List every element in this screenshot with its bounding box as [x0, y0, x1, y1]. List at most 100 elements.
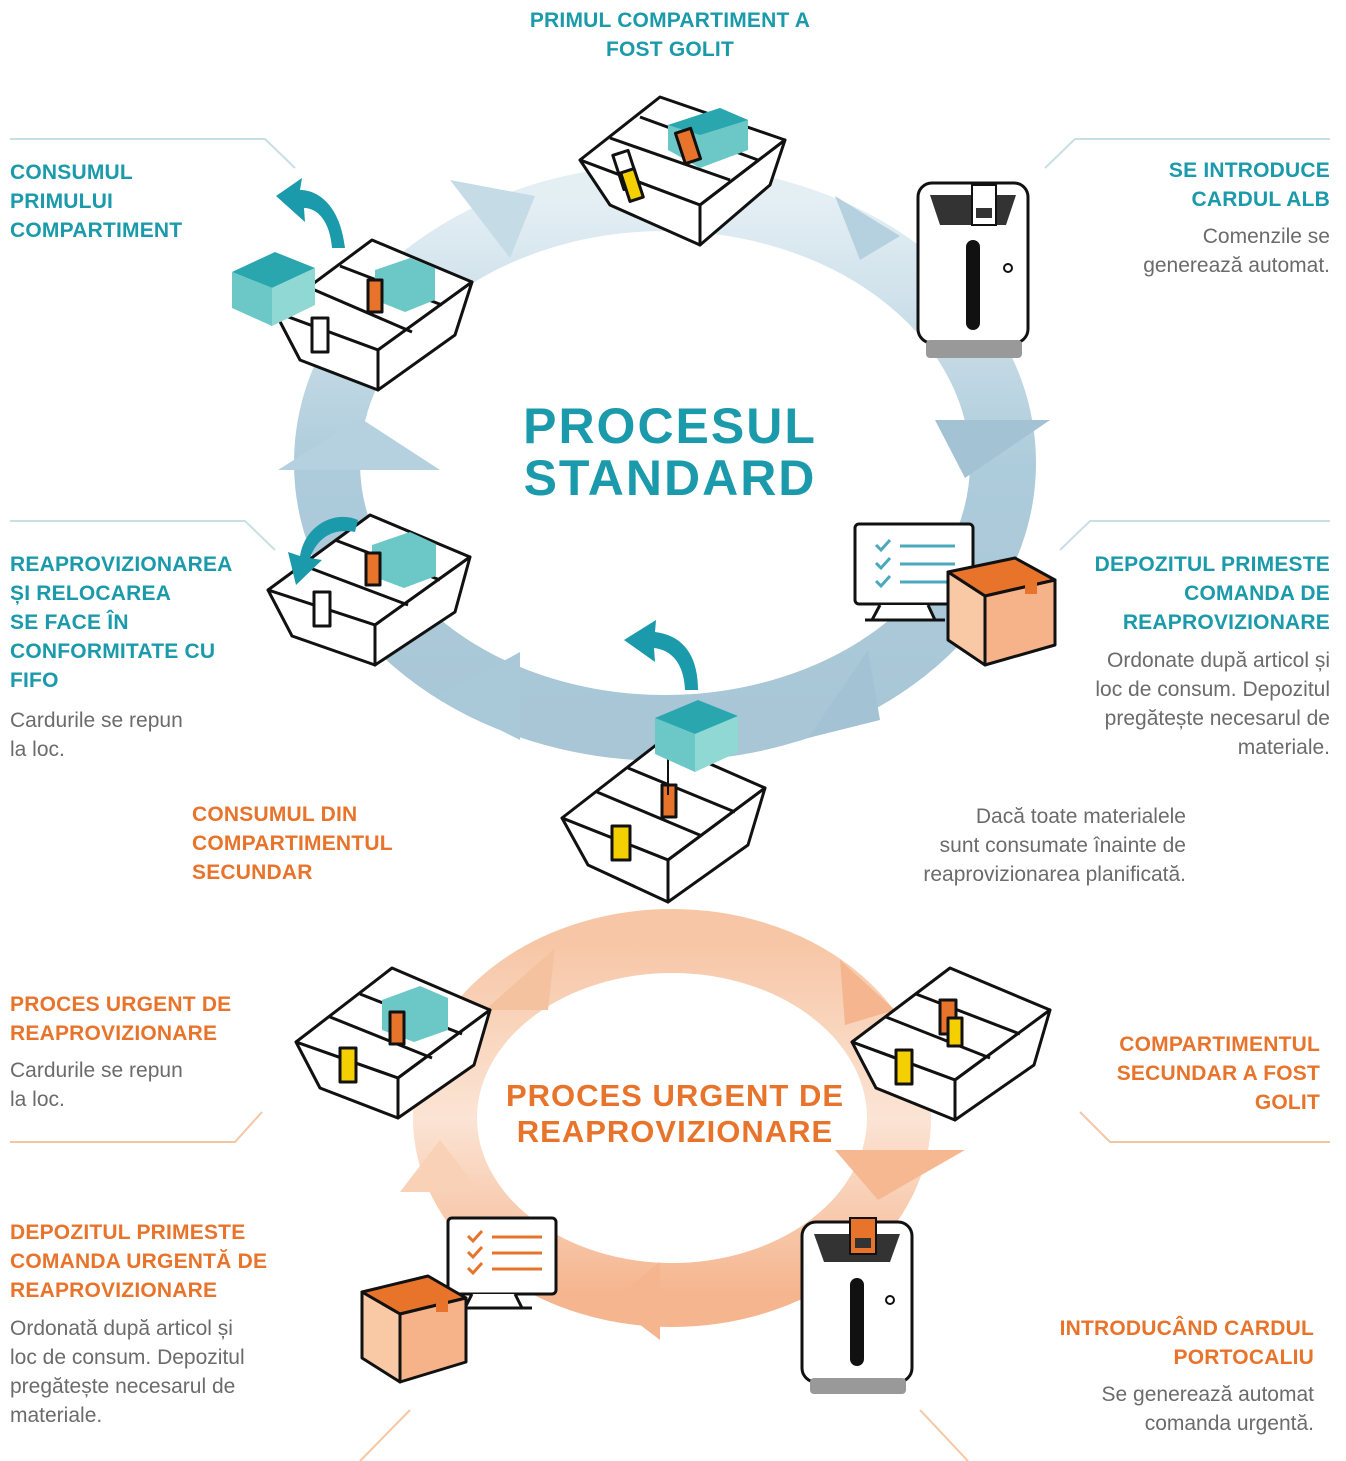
package-box-icon [360, 1274, 468, 1384]
standard-process-title: PROCESUL STANDARD [470, 400, 870, 504]
step-secondary-consumption-title: CONSUMUL DIN COMPARTIMENTUL SECUNDAR [192, 800, 492, 887]
curved-arrow-icon [624, 620, 698, 690]
desc-line: Ordonată după articol și [10, 1317, 233, 1340]
desc-line: reaprovizionarea planificată. [923, 863, 1186, 886]
step-secondary-emptied-title: COMPARTIMENTUL SECUNDAR A FOST GOLIT [1020, 1030, 1320, 1117]
step-fifo-desc: Cardurile se repun la loc. [10, 706, 250, 764]
label-line: CONSUMUL [10, 161, 133, 184]
material-block-removed [232, 252, 315, 326]
card-terminal-icon [800, 1217, 914, 1394]
label-line: DEPOZITUL PRIMESTE [1094, 553, 1330, 576]
step-warehouse-order-title: DEPOZITUL PRIMESTE COMANDA DE REAPROVIZI… [1030, 550, 1330, 637]
step-orange-card-title: INTRODUCÂND CARDUL PORTOCALIU [1000, 1314, 1314, 1372]
curved-arrow-icon [288, 516, 358, 585]
label-line: ȘI RELOCAREA [10, 582, 172, 605]
label-line: SE FACE ÎN [10, 611, 129, 634]
desc-line: sunt consumate înainte de [939, 834, 1186, 857]
arrow-head [450, 180, 535, 258]
step-white-card-title: SE INTRODUCE CARDUL ALB [1030, 156, 1330, 214]
label-line: CARDUL ALB [1191, 188, 1330, 211]
tray-first-emptied [578, 95, 787, 247]
card-terminal-icon [916, 181, 1030, 358]
arrow-head [935, 420, 1050, 478]
desc-line: Se generează automat [1101, 1383, 1314, 1406]
arrow-head [835, 1150, 965, 1200]
callout-lines [10, 138, 1330, 551]
label-line: PRIMULUI [10, 190, 114, 213]
arrow-head [610, 1262, 660, 1340]
desc-line: Comenzile se [1202, 225, 1330, 248]
transition-note: Dacă toate materialele sunt consumate în… [860, 802, 1186, 889]
step-urgent-replenishment-desc: Cardurile se repun la loc. [10, 1056, 250, 1114]
label-line: REAPROVIZIONARE [10, 1279, 218, 1302]
label-line: REAPROVIZIONARE [1122, 611, 1330, 634]
warehouse-monitor-icon [853, 522, 975, 622]
desc-line: pregătește necesarul de [1104, 707, 1330, 730]
label-line: FIFO [10, 669, 59, 692]
arrow-head [485, 948, 555, 1010]
desc-line: la loc. [10, 1088, 65, 1111]
desc-line: materiale. [10, 1404, 103, 1427]
urgent-cycle-ring [400, 909, 965, 1340]
label-line: SECUNDAR A FOST [1116, 1062, 1320, 1085]
label-line: CONFORMITATE CU [10, 640, 216, 663]
arrow-head [278, 418, 440, 470]
label-line: REAPROVIZIONARE [10, 1022, 218, 1045]
callout-lines-urgent [10, 1111, 1330, 1461]
label-line: CONSUMUL DIN [192, 803, 358, 826]
label-line: SECUNDAR [192, 861, 313, 884]
label-line: COMANDA URGENTĂ DE [10, 1250, 268, 1273]
title-line: STANDARD [523, 450, 817, 506]
title-line: REAPROVIZIONARE [516, 1114, 834, 1149]
arrow-head [400, 1140, 480, 1192]
label-line: COMPARTIMENTUL [1119, 1033, 1320, 1056]
desc-line: Cardurile se repun [10, 1059, 183, 1082]
desc-line: generează automat. [1143, 254, 1330, 277]
desc-line: la loc. [10, 738, 65, 761]
title-line: PROCES URGENT DE [505, 1078, 845, 1113]
label-line: SE INTRODUCE [1168, 159, 1330, 182]
step-first-consumption-title: CONSUMUL PRIMULUI COMPARTIMENT [10, 158, 250, 245]
arrow-head [835, 196, 900, 260]
step-warehouse-order-desc: Ordonate după articol și loc de consum. … [1030, 646, 1330, 762]
label-line: COMANDA DE [1184, 582, 1330, 605]
label-line: PRIMUL COMPARTIMENT A [529, 9, 811, 32]
arrow-head [840, 960, 895, 1025]
curved-arrow-icon [276, 178, 345, 248]
desc-line: pregătește necesarul de [10, 1375, 236, 1398]
tray-replenishment [266, 513, 472, 667]
desc-line: loc de consum. Depozitul [1095, 678, 1330, 701]
label-line: FOST GOLIT [606, 38, 734, 61]
step-urgent-replenishment-title: PROCES URGENT DE REAPROVIZIONARE [10, 990, 290, 1048]
label-line: INTRODUCÂND CARDUL [1059, 1317, 1314, 1340]
tray-first-consumption [273, 238, 474, 392]
tray-secondary-emptied [850, 966, 1052, 1122]
tray-urgent-replenishment [294, 966, 492, 1120]
desc-line: Cardurile se repun [10, 709, 183, 732]
label-line: DEPOZITUL PRIMESTE [10, 1221, 246, 1244]
step-orange-card-desc: Se generează automat comanda urgentă. [1000, 1380, 1314, 1438]
desc-line: materiale. [1237, 736, 1330, 759]
title-line: PROCESUL [523, 398, 817, 454]
material-block-removed [655, 700, 738, 772]
arrow-head [808, 650, 880, 738]
step-white-card-desc: Comenzile se generează automat. [1030, 222, 1330, 280]
step-urgent-order-desc: Ordonată după articol și loc de consum. … [10, 1314, 310, 1430]
urgent-process-title: PROCES URGENT DE REAPROVIZIONARE [475, 1078, 875, 1150]
step-fifo-title: REAPROVIZIONAREA ȘI RELOCAREA SE FACE ÎN… [10, 550, 270, 695]
label-line: REAPROVIZIONAREA [10, 553, 233, 576]
desc-line: Ordonate după articol și [1107, 649, 1330, 672]
step-first-emptied-title: PRIMUL COMPARTIMENT A FOST GOLIT [470, 6, 870, 64]
label-line: COMPARTIMENTUL [192, 832, 393, 855]
package-box-icon [946, 556, 1057, 667]
desc-line: comanda urgentă. [1144, 1412, 1314, 1435]
label-line: PROCES URGENT DE [10, 993, 232, 1016]
label-line: PORTOCALIU [1173, 1346, 1314, 1369]
label-line: GOLIT [1254, 1091, 1320, 1114]
desc-line: loc de consum. Depozitul [10, 1346, 245, 1369]
arrow-head [436, 652, 520, 740]
warehouse-monitor-icon [446, 1216, 558, 1310]
label-line: COMPARTIMENT [10, 219, 183, 242]
step-urgent-order-title: DEPOZITUL PRIMESTE COMANDA URGENTĂ DE RE… [10, 1218, 330, 1305]
